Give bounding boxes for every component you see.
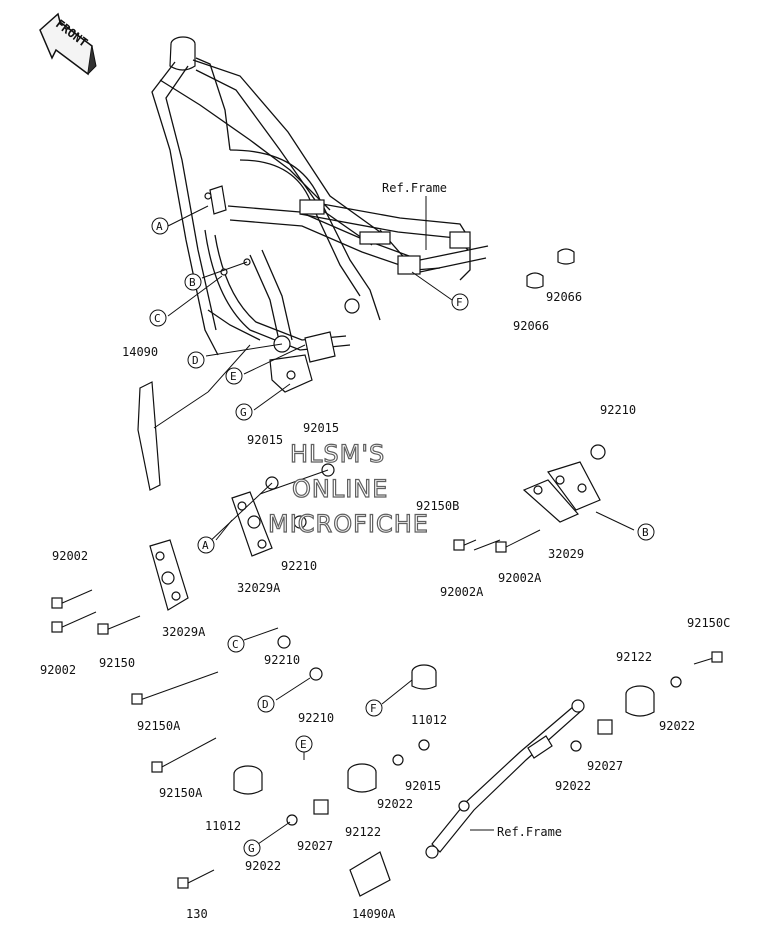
part-label-14090A: 14090A xyxy=(352,907,396,921)
callout-G-mid: G xyxy=(243,839,261,857)
part-label-92066-b: 92066 xyxy=(513,319,549,333)
part-label-92002A-a: 92002A xyxy=(498,571,542,585)
part-label-92150A-a: 92150A xyxy=(137,719,181,733)
callout-C-top: C xyxy=(149,309,167,327)
part-label-92015-b: 92015 xyxy=(303,421,339,435)
part-label-11012-b: 11012 xyxy=(205,819,241,833)
part-label-11012-a: 11012 xyxy=(411,713,447,727)
part-label-92002-b: 92002 xyxy=(40,663,76,677)
ref-frame-label-bottom: Ref.Frame xyxy=(497,825,562,839)
part-label-92210-e: 92210 xyxy=(298,711,334,725)
callout-B-mid: B xyxy=(637,523,655,541)
callout-F-top-label: F xyxy=(456,296,463,309)
callout-E-top-label: E xyxy=(230,370,237,383)
engine-mount-hardware xyxy=(51,196,723,897)
watermark: HLSM'S ONLINE MICROFICHE xyxy=(267,439,429,538)
callout-B-top: B xyxy=(184,273,202,291)
part-label-14090: 14090 xyxy=(122,345,158,359)
part-label-92210-c: 92210 xyxy=(281,559,317,573)
part-label-92022-d: 92022 xyxy=(245,859,281,873)
callout-B-top-label: B xyxy=(189,276,196,289)
callout-A-mid: A xyxy=(197,536,215,554)
callout-G-top: G xyxy=(235,403,253,421)
watermark-line2: ONLINE xyxy=(292,475,388,503)
part-label-32029A-b: 32029A xyxy=(162,625,206,639)
ref-frame-label-top: Ref.Frame xyxy=(382,181,447,195)
callout-D-mid-label: D xyxy=(262,698,269,711)
part-label-92022-c: 92022 xyxy=(555,779,591,793)
part-label-92022-a: 92022 xyxy=(377,797,413,811)
part-label-92150A-b: 92150A xyxy=(159,786,203,800)
callout-F-mid: F xyxy=(365,699,383,717)
callout-B-mid-label: B xyxy=(642,526,649,539)
callout-F-top: F xyxy=(451,293,469,311)
part-label-130: 130 xyxy=(186,907,208,921)
part-label-92002A-b: 92002A xyxy=(440,585,484,599)
callout-G-top-label: G xyxy=(240,406,247,419)
part-label-92210-d: 92210 xyxy=(264,653,300,667)
callout-C-mid-label: C xyxy=(232,638,239,651)
callout-A-top-label: A xyxy=(156,220,163,233)
callout-F-mid-label: F xyxy=(370,702,377,715)
part-label-92027-b: 92027 xyxy=(297,839,333,853)
part-14090-plate xyxy=(137,344,251,491)
part-label-92150B: 92150B xyxy=(416,499,459,513)
callout-G-mid-label: G xyxy=(248,842,255,855)
front-arrow-badge: FRONT xyxy=(39,12,97,76)
callout-D-top-label: D xyxy=(192,354,199,367)
part-label-32029: 32029 xyxy=(548,547,584,561)
part-label-92015-a: 92015 xyxy=(247,433,283,447)
part-label-92122-a: 92122 xyxy=(345,825,381,839)
callout-C-top-label: C xyxy=(154,312,161,325)
watermark-line3: MICROFICHE xyxy=(268,510,429,538)
callout-D-mid: D xyxy=(257,695,275,713)
part-label-92015-c: 92015 xyxy=(405,779,441,793)
part-label-92210-tr: 92210 xyxy=(600,403,636,417)
part-label-92066-a: 92066 xyxy=(546,290,582,304)
callout-E-mid-label: E xyxy=(300,738,307,751)
callout-D-top: D xyxy=(187,351,205,369)
callout-A-mid-label: A xyxy=(202,539,209,552)
frame-illustration xyxy=(151,36,575,393)
part-label-92002-a: 92002 xyxy=(52,549,88,563)
part-label-92150: 92150 xyxy=(99,656,135,670)
part-label-32029A-a: 32029A xyxy=(237,581,281,595)
callout-C-mid: C xyxy=(227,635,245,653)
callout-A-top: A xyxy=(151,217,169,235)
part-label-92027-a: 92027 xyxy=(587,759,623,773)
part-label-92022-b: 92022 xyxy=(659,719,695,733)
part-label-92150C: 92150C xyxy=(687,616,730,630)
part-label-92122-b: 92122 xyxy=(616,650,652,664)
callout-E-top: E xyxy=(225,367,243,385)
watermark-line1: HLSM'S xyxy=(290,440,385,468)
callout-E-mid: E xyxy=(295,735,313,753)
